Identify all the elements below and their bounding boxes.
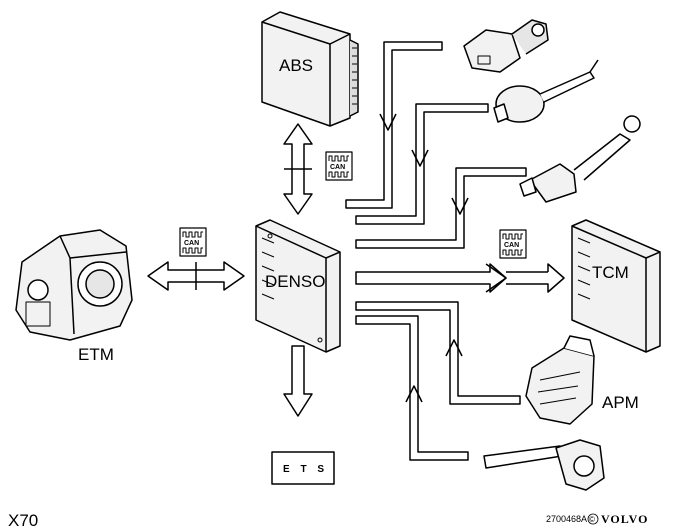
pressure-sensor — [493, 59, 599, 123]
copyright-symbol: © — [589, 515, 595, 524]
copyright-circle — [587, 513, 599, 525]
denso-ecm: DENSO — [255, 219, 341, 353]
abs-module: ABS — [261, 11, 359, 127]
apm-label: APM — [602, 393, 639, 412]
figure-code: X70 — [8, 511, 38, 530]
lever-input-line — [355, 315, 469, 461]
can-badge-abs: CAN — [325, 151, 353, 181]
etm-label: ETM — [78, 345, 114, 364]
part-number: 2700468A — [546, 514, 587, 524]
can-badge-abs-label: CAN — [330, 164, 345, 171]
can-badge-etm: CAN — [179, 227, 207, 257]
lever-sensor — [483, 439, 605, 491]
abs-denso-arrow — [283, 123, 313, 215]
sensor-input-line-3 — [355, 167, 527, 249]
can-badge-tcm: CAN — [499, 229, 527, 259]
etm-denso-arrow — [147, 261, 245, 291]
denso-ets-arrow — [283, 345, 313, 417]
ets-box: E T S — [271, 451, 335, 485]
denso-label: DENSO — [265, 272, 325, 291]
volvo-logo: VOLVO — [601, 512, 648, 526]
switch-sensor — [463, 19, 549, 73]
can-badge-etm-label: CAN — [184, 240, 199, 247]
sensor-input-line-2 — [355, 103, 489, 225]
apm-input-line — [355, 301, 521, 405]
etm-throttle-module: ETM — [15, 229, 133, 364]
apm-pedal-module: APM — [525, 335, 639, 425]
denso-tcm-arrow — [355, 263, 565, 293]
tcm-module: TCM — [571, 219, 661, 353]
ets-label: E T S — [283, 464, 328, 475]
tcm-label: TCM — [592, 263, 629, 282]
abs-label: ABS — [279, 56, 313, 75]
sensor-input-line-1 — [345, 41, 443, 209]
can-badge-tcm-label: CAN — [504, 242, 519, 249]
temperature-sensor — [519, 115, 641, 203]
